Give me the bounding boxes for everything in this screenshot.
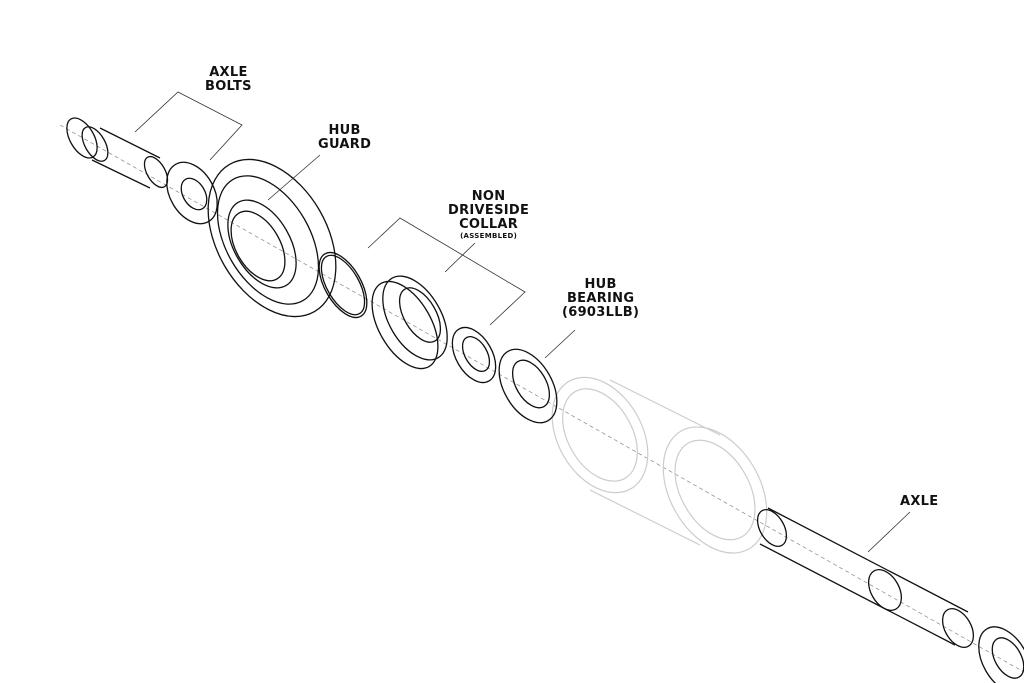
label-line: HUB [328, 123, 361, 138]
non-driveside-collar [371, 275, 448, 370]
collar-bearing [451, 326, 497, 384]
o-ring [318, 251, 368, 319]
label-hub-bearing: HUB BEARING (6903LLB) [562, 278, 639, 320]
label-line: BEARING [566, 291, 635, 306]
label-line: BOLTS [205, 79, 252, 94]
leader-lines [134, 91, 911, 553]
label-line: DRIVESIDE [448, 203, 530, 218]
axle-bolt-washer [166, 161, 218, 225]
label-line: (6903LLB) [562, 305, 640, 320]
center-axis-line [59, 124, 1024, 673]
hub-shell-ghost [551, 376, 768, 554]
label-axle-bolts: AXLE BOLTS [205, 66, 252, 94]
axle-part [756, 507, 1024, 683]
label-line: HUB [584, 277, 617, 292]
label-line: AXLE [209, 65, 248, 80]
hub-guard [207, 158, 337, 318]
label-line: NON [471, 189, 506, 204]
label-axle: AXLE [900, 494, 939, 509]
label-line: COLLAR [459, 217, 519, 232]
label-non-driveside-collar: NON DRIVESIDE COLLAR (ASSEMBLED) [448, 190, 529, 241]
axle-bolt [66, 117, 169, 189]
label-subtitle: (ASSEMBLED) [460, 232, 518, 240]
label-line: GUARD [318, 137, 372, 152]
hub-bearing [498, 348, 558, 424]
label-hub-guard: HUB GUARD [318, 124, 371, 152]
